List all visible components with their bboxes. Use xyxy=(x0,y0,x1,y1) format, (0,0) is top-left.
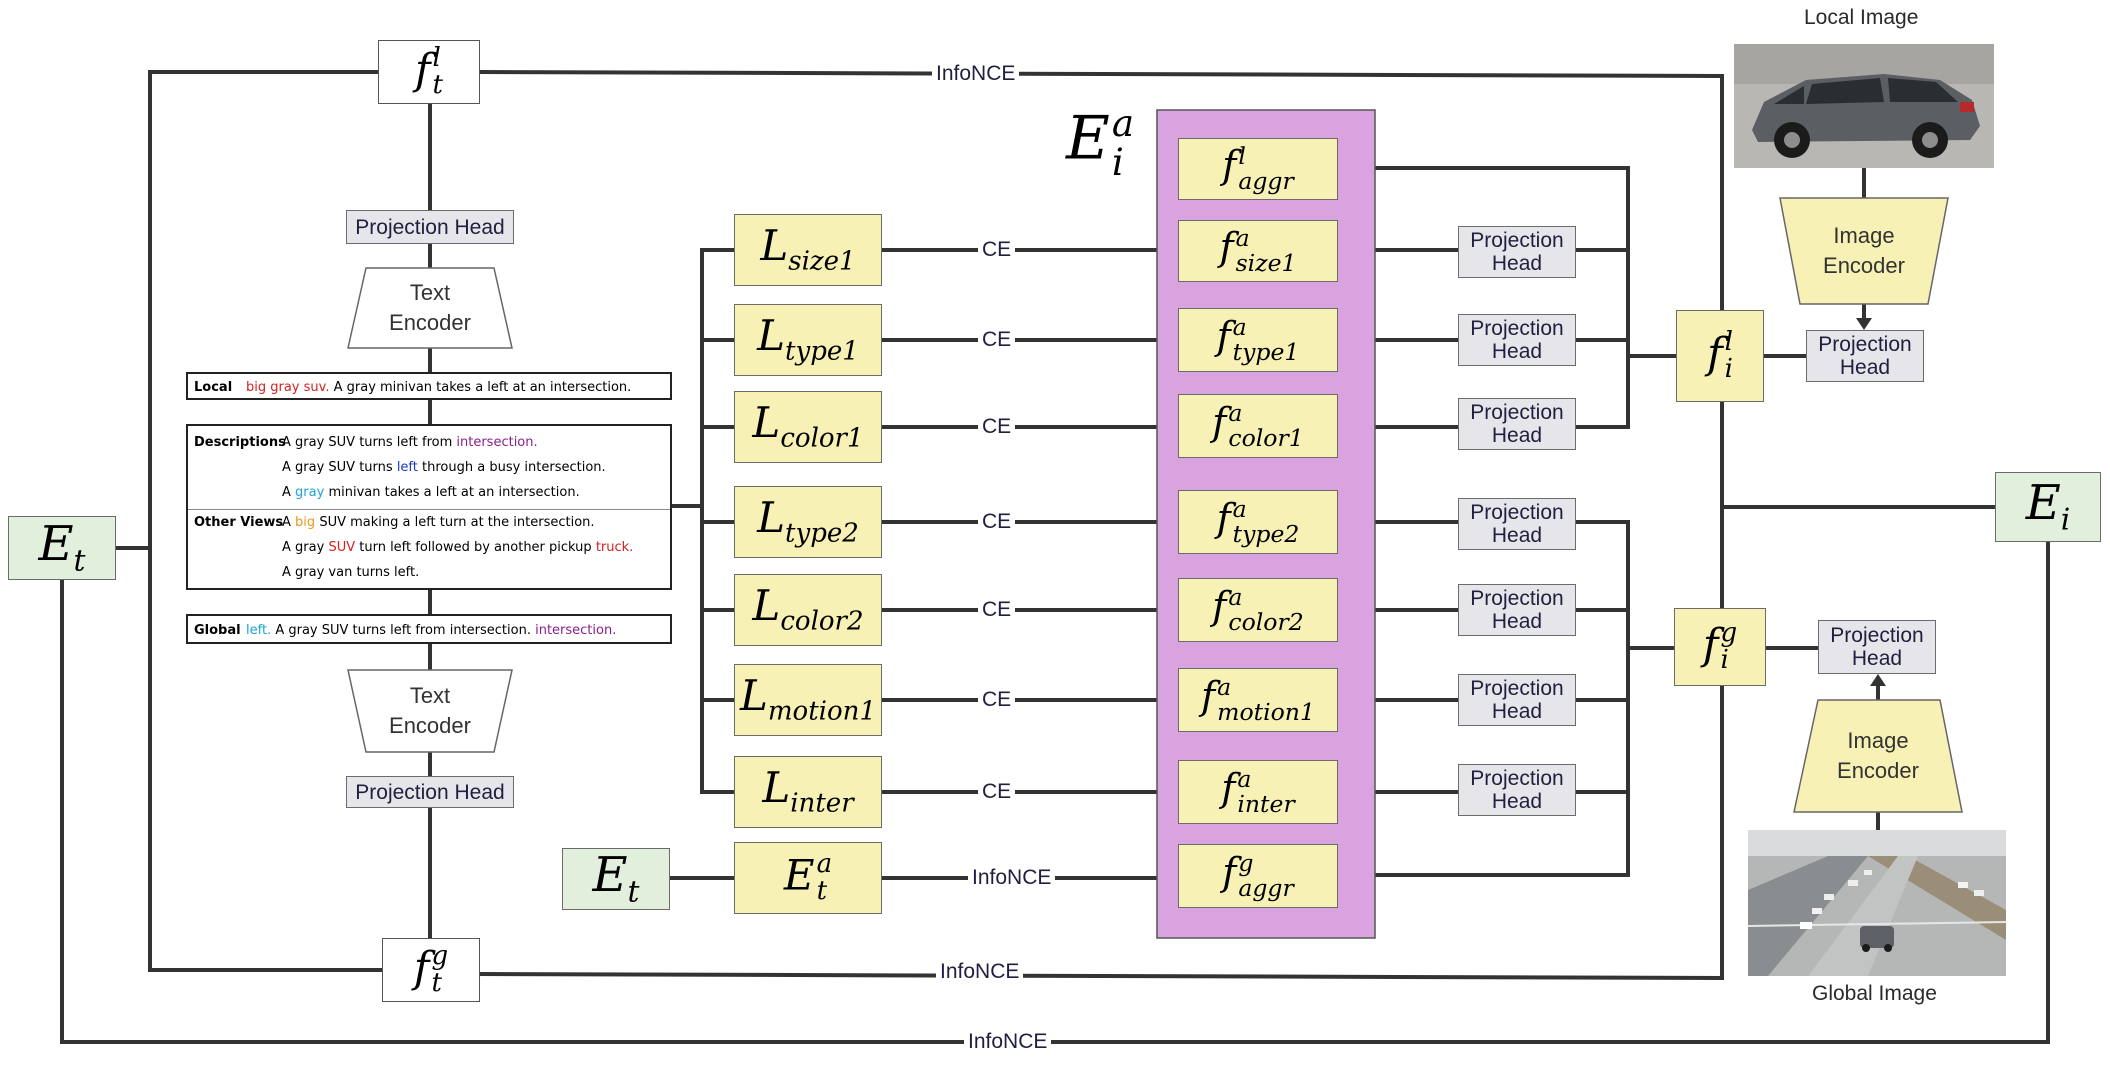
local-caption-text: A gray minivan takes a left at an inters… xyxy=(333,380,632,395)
local-caption-header: Local xyxy=(194,380,233,395)
ce-label-type2: CE xyxy=(978,510,1016,534)
text-embedding-node-small: Et xyxy=(562,848,670,910)
global-caption-highlight: left. xyxy=(246,623,272,638)
infonce-label-attr: InfoNCE xyxy=(968,866,1056,890)
projection-head-global-image: Projection Head xyxy=(1818,620,1936,674)
text-embedding-node: Et xyxy=(8,516,116,580)
global-caption-header: Global xyxy=(194,623,241,638)
projection-head-color1: Projection Head xyxy=(1458,398,1576,450)
text-encoder-top: Text Encoder xyxy=(389,280,471,335)
loss-type2-node: Ltype2 xyxy=(734,486,882,558)
projection-head-color2: Projection Head xyxy=(1458,584,1576,636)
projection-head-inter: Projection Head xyxy=(1458,764,1576,816)
projection-head-type1: Projection Head xyxy=(1458,314,1576,366)
loss-motion1-node: Lmotion1 xyxy=(734,664,882,736)
image-encoder-global: Image Encoder xyxy=(1837,728,1919,783)
image-embedding-node: Ei xyxy=(1995,472,2101,542)
loss-type1-node: Ltype1 xyxy=(734,304,882,376)
ce-label-color1: CE xyxy=(978,415,1016,439)
intersection-illustration xyxy=(1748,830,2006,976)
image-encoder-local: Image Encoder xyxy=(1823,223,1905,278)
descriptions-box: Descriptions A gray SUV turns left from … xyxy=(186,424,672,590)
projection-head-type2: Projection Head xyxy=(1458,498,1576,550)
infonce-label-bottom: InfoNCE xyxy=(936,960,1024,984)
text-encoder-bottom: Text Encoder xyxy=(389,683,471,738)
image-encoder-local-shape xyxy=(1779,197,1949,305)
descriptions-divider xyxy=(188,509,670,510)
ce-label-inter: CE xyxy=(978,780,1016,804)
global-caption-text: A gray SUV turns left from intersection. xyxy=(275,623,531,638)
ce-label-type1: CE xyxy=(978,328,1016,352)
infonce-label-lowest: InfoNCE xyxy=(964,1030,1052,1054)
global-image-caption: Global Image xyxy=(1812,982,1937,1005)
global-caption-box: Global left. A gray SUV turns left from … xyxy=(186,614,672,644)
local-image-caption: Local Image xyxy=(1804,6,1919,29)
loss-size1-node: Lsize1 xyxy=(734,214,882,286)
projection-head-size1: Projection Head xyxy=(1458,226,1576,278)
projection-head-text-top: Projection Head xyxy=(346,210,514,244)
text-encoder-bottom-shape xyxy=(347,669,513,753)
infonce-label-top: InfoNCE xyxy=(932,62,1020,86)
suv-illustration xyxy=(1734,44,1994,168)
loss-inter-node: Linter xyxy=(734,756,882,828)
global-image-photo xyxy=(1748,830,2006,976)
projection-head-motion1: Projection Head xyxy=(1458,674,1576,726)
ce-label-size1: CE xyxy=(978,238,1016,262)
local-caption-box: Local big gray suv. A gray minivan takes… xyxy=(186,372,672,400)
arrow-up-global xyxy=(1870,674,1886,686)
descriptions-header: Descriptions xyxy=(194,435,286,450)
local-caption-highlight: big gray suv. xyxy=(246,380,330,395)
other-views-header: Other Views xyxy=(194,515,284,530)
loss-color1-node: Lcolor1 xyxy=(734,391,882,463)
projection-head-local-image: Projection Head xyxy=(1806,330,1924,382)
arrow-up-local xyxy=(1856,318,1872,330)
loss-color2-node: Lcolor2 xyxy=(734,574,882,646)
ce-label-color2: CE xyxy=(978,598,1016,622)
projection-head-text-bottom: Projection Head xyxy=(346,776,514,808)
image-encoder-global-shape xyxy=(1793,699,1963,813)
text-encoder-top-shape xyxy=(347,267,513,349)
ce-label-motion1: CE xyxy=(978,688,1016,712)
local-image-photo xyxy=(1734,44,1994,168)
